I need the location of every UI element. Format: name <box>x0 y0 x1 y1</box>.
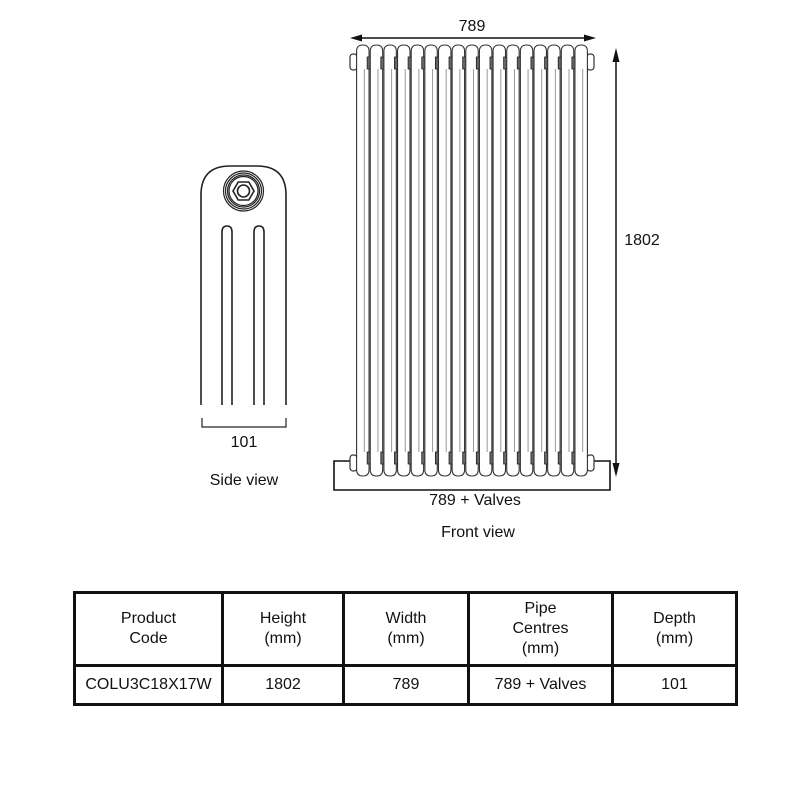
radiator-column <box>437 44 452 477</box>
header-height: Height (mm) <box>221 591 345 667</box>
header-pipe-centres: Pipe Centres (mm) <box>467 591 614 667</box>
cell-height: 1802 <box>221 664 345 706</box>
table-row: COLU3C18X17W 1802 789 789 + Valves 101 <box>73 664 738 706</box>
technical-drawing <box>200 34 620 491</box>
radiator-column <box>533 44 548 477</box>
radiator-column <box>383 44 397 477</box>
radiator-column <box>506 44 520 477</box>
radiator-column <box>574 44 588 477</box>
radiator-columns <box>356 44 588 477</box>
cell-depth: 101 <box>611 664 738 706</box>
radiator-column <box>519 44 534 477</box>
side-view-drawing <box>200 165 287 428</box>
header-text: (mm) <box>655 630 694 647</box>
header-text: Pipe <box>524 600 557 617</box>
side-view-caption: Side view <box>209 472 279 489</box>
header-text: (mm) <box>264 630 302 647</box>
header-text: (mm) <box>387 630 425 647</box>
header-product-code: Product Code <box>73 591 224 667</box>
header-text: Depth <box>653 610 696 627</box>
radiator-column <box>465 44 479 477</box>
radiator-column <box>396 44 411 477</box>
front-view-width-label: 789 <box>458 18 486 35</box>
header-text: Width <box>385 610 427 627</box>
table-header-row: Product Code Height (mm) Width (mm) Pipe… <box>73 591 738 667</box>
front-view-height-label: 1802 <box>624 232 660 249</box>
header-width: Width (mm) <box>342 591 470 667</box>
front-view-caption: Front view <box>441 524 515 541</box>
radiator-column <box>369 44 384 477</box>
header-text: (mm) <box>521 640 560 657</box>
cell-width: 789 <box>342 664 470 706</box>
radiator-column <box>451 44 466 477</box>
radiator-column <box>560 44 575 477</box>
cell-pipe-centres: 789 + Valves <box>467 664 614 706</box>
front-view-drawing <box>333 34 620 491</box>
radiator-column <box>478 44 493 477</box>
header-depth: Depth (mm) <box>611 591 738 667</box>
pipe-centres-label: 789 + Valves <box>429 492 521 509</box>
radiator-column <box>424 44 438 477</box>
specification-table: Product Code Height (mm) Width (mm) Pipe… <box>73 591 738 706</box>
header-text: Product <box>120 610 177 627</box>
radiator-column <box>410 44 425 477</box>
radiator-column <box>547 44 561 477</box>
radiator-column <box>492 44 507 477</box>
radiator-column <box>356 44 370 477</box>
header-text: Code <box>129 630 168 647</box>
header-text: Height <box>259 610 307 627</box>
header-text: Centres <box>512 620 569 637</box>
side-view-depth-label: 101 <box>230 434 258 451</box>
cell-product-code: COLU3C18X17W <box>73 664 224 706</box>
